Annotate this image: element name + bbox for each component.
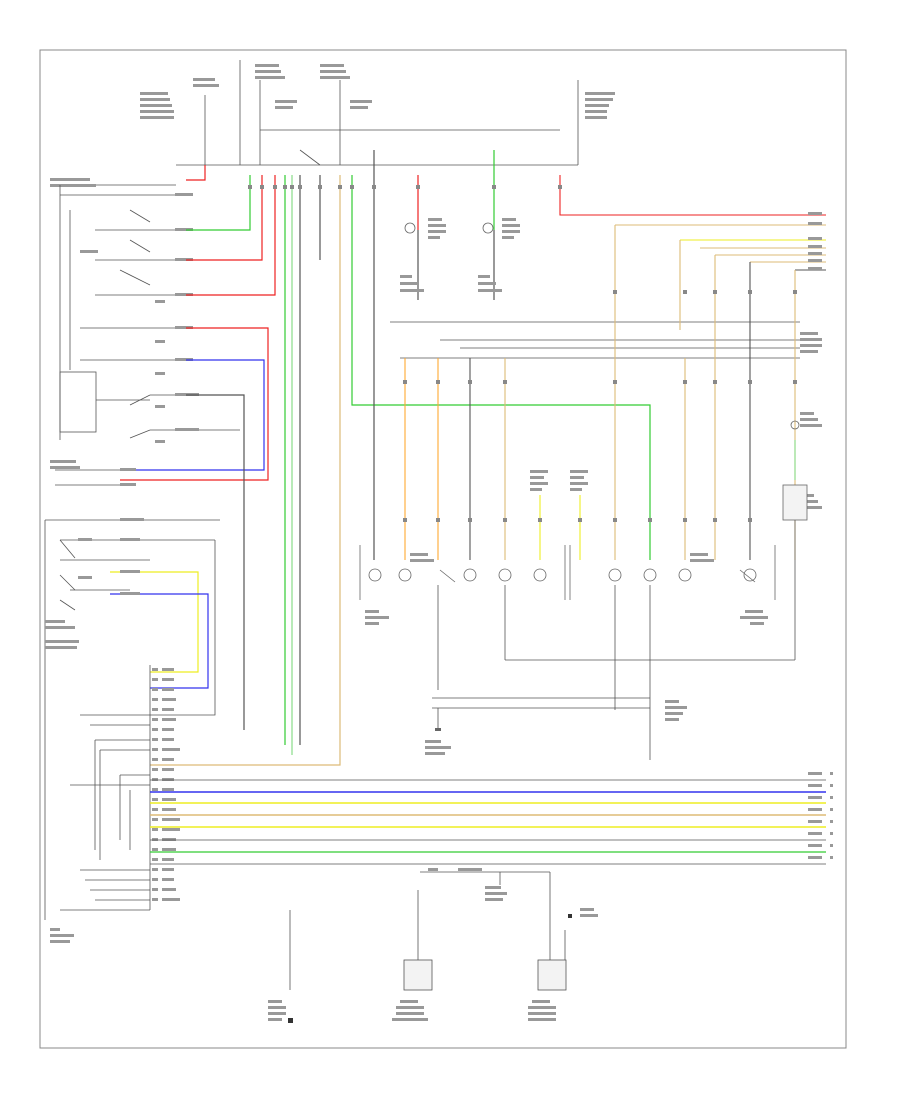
turn-signal-wires bbox=[110, 571, 209, 689]
rear-lamp-labels bbox=[365, 553, 768, 625]
top-label-clusters bbox=[50, 64, 615, 187]
top-fuse-area bbox=[60, 60, 579, 186]
main-body-ecu-connector bbox=[60, 665, 151, 911]
front-lamp-bulbs bbox=[404, 222, 494, 234]
rear-lamp-mid-labels bbox=[530, 470, 588, 491]
front-lamp-labels bbox=[400, 218, 520, 292]
diagram-frame bbox=[39, 49, 847, 1049]
turn-signal-labels bbox=[45, 460, 144, 649]
lamp-ground-network bbox=[432, 560, 796, 760]
ecu-pin-labels bbox=[50, 668, 180, 943]
rear-lamp-feeders bbox=[404, 358, 686, 560]
left-colored-wires bbox=[120, 150, 651, 766]
ground-labels bbox=[425, 700, 687, 755]
ecu-output-bus bbox=[150, 779, 826, 865]
rear-lamp-bulbs bbox=[359, 545, 776, 600]
right-connector-tags bbox=[800, 212, 822, 509]
bottom-symbols bbox=[288, 914, 572, 1023]
mid-ground-bus bbox=[390, 321, 800, 359]
left-switch-column bbox=[59, 185, 240, 440]
front-lamp-feeds bbox=[417, 150, 495, 300]
ecu-bus-tags bbox=[808, 772, 833, 859]
right-side-components bbox=[782, 420, 808, 560]
left-switch-labels bbox=[80, 193, 199, 443]
bottom-components bbox=[289, 871, 567, 991]
bottom-labels bbox=[268, 868, 598, 1021]
connector-ticks bbox=[248, 185, 797, 522]
ground-symbols bbox=[435, 728, 441, 731]
